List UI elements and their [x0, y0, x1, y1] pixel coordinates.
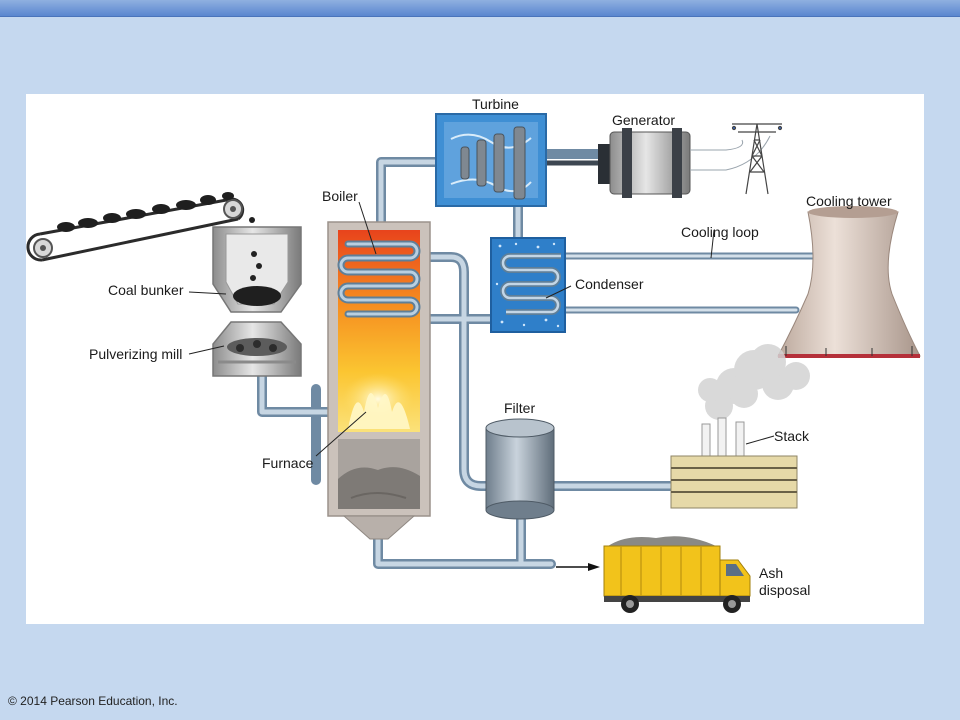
label-cooling-loop: Cooling loop: [681, 224, 759, 240]
label-furnace: Furnace: [262, 455, 314, 471]
pipe-network: [257, 149, 820, 569]
condenser: [490, 237, 566, 333]
label-ash-disposal-line2: disposal: [759, 582, 811, 598]
boiler-coil: [337, 240, 421, 318]
label-pulverizing-mill: Pulverizing mill: [89, 346, 183, 362]
copyright-footer: © 2014 Pearson Education, Inc.: [8, 694, 178, 708]
transmission-tower: [731, 123, 783, 195]
generator: [598, 128, 771, 198]
pulverizing-mill: [212, 321, 302, 377]
label-stack: Stack: [774, 428, 810, 444]
turbine: [435, 113, 547, 207]
label-condenser: Condenser: [575, 276, 644, 292]
slide-top-bar: [0, 0, 960, 17]
label-cooling-tower: Cooling tower: [806, 193, 892, 209]
label-coal-bunker: Coal bunker: [108, 282, 184, 298]
label-boiler: Boiler: [322, 188, 358, 204]
label-generator: Generator: [612, 112, 676, 128]
factory-with-stacks: [670, 344, 810, 509]
ash-truck: [556, 536, 751, 613]
filter: [485, 418, 555, 520]
coal-conveyor: [26, 192, 255, 262]
cooling-tower: [777, 206, 921, 358]
coal-power-plant-diagram: Turbine Generator Boiler Cooling tower C…: [26, 94, 924, 624]
diagram-artwork: [26, 113, 921, 613]
label-ash-disposal-line1: Ash: [759, 565, 784, 581]
label-filter: Filter: [504, 400, 536, 416]
leader-lines: [188, 201, 775, 457]
coal-bunker: [212, 226, 302, 313]
label-turbine: Turbine: [472, 96, 519, 112]
